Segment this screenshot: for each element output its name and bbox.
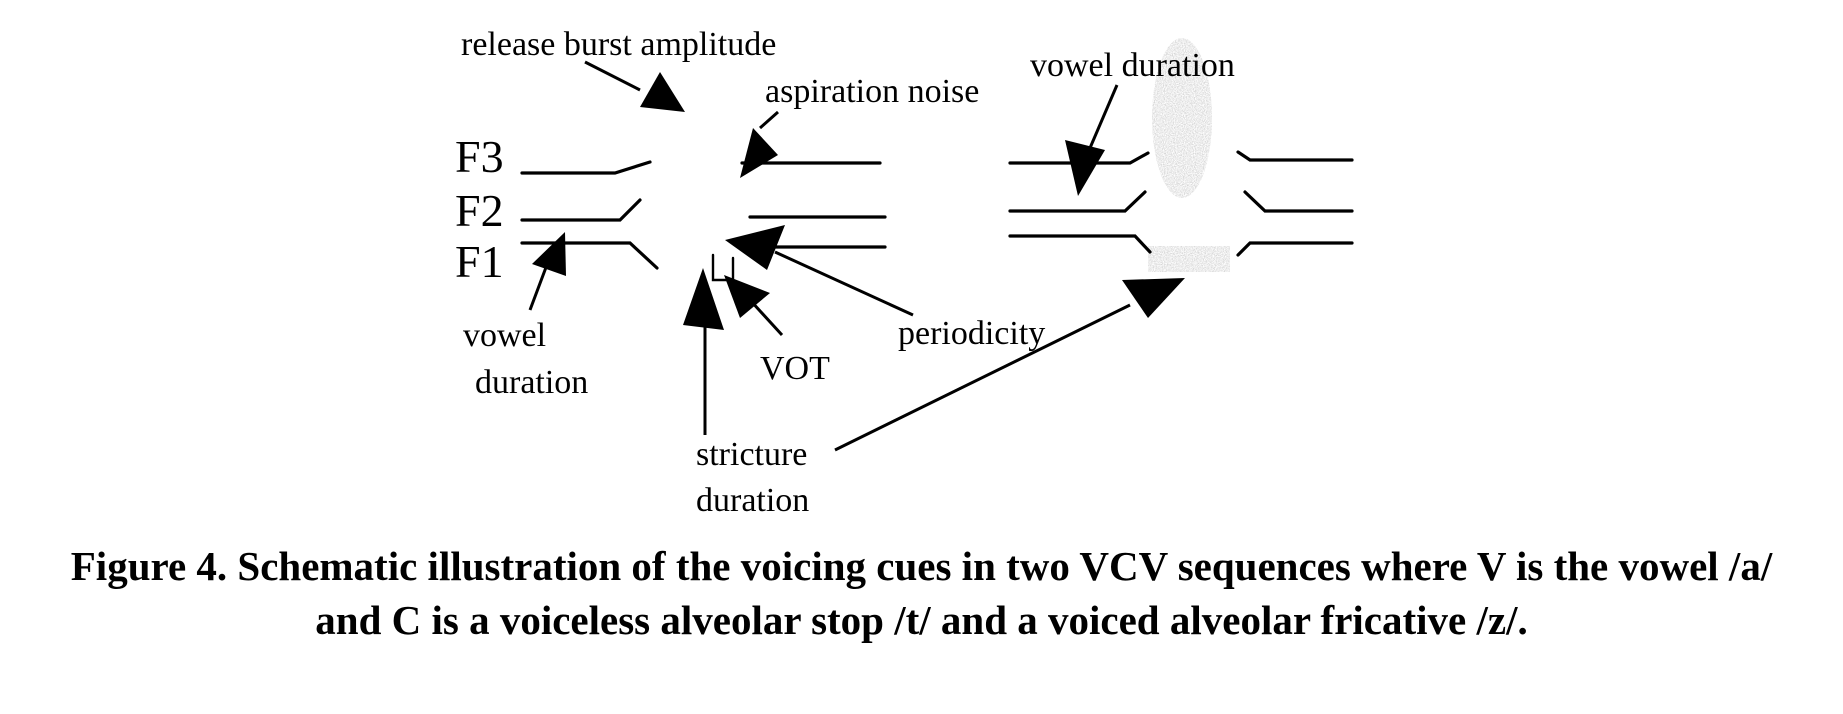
vowel-duration-left-label-2: duration <box>475 364 588 401</box>
stricture-duration-label-2: duration <box>696 482 809 519</box>
frication-noise-lower <box>1148 246 1230 272</box>
figure-caption-line-1: Figure 4. Schematic illustration of the … <box>70 543 1773 589</box>
vowel-duration-left-arrowhead <box>532 232 566 276</box>
f1-left-vowel-2 <box>1008 234 1152 254</box>
burst-arrowhead <box>640 72 685 112</box>
stricture-duration-label-1: stricture <box>696 436 807 473</box>
aspiration-leader <box>759 110 779 130</box>
vowel-duration-right-arrowhead <box>1065 140 1105 196</box>
figure-caption-line-2: and C is a voiceless alveolar stop /t/ a… <box>315 597 1528 643</box>
aspiration-arrowhead <box>740 128 778 178</box>
vowel-duration-left-leader <box>528 261 550 311</box>
vot-label: VOT <box>760 350 830 387</box>
burst-leader <box>584 60 641 92</box>
vowel-duration-right-label: vowel duration <box>1030 47 1235 84</box>
f1-right-vowel-2 <box>1236 241 1354 257</box>
stricture-leader-diagonal <box>834 303 1131 452</box>
f3-right-vowel-2 <box>1236 150 1354 162</box>
vot-arrowhead <box>724 275 770 318</box>
release-burst-amplitude-label: release burst amplitude <box>461 26 776 63</box>
f2-left-vowel-1 <box>520 198 642 222</box>
f2-right-vowel-2 <box>1243 190 1354 213</box>
f3-left-vowel-2 <box>1008 151 1150 165</box>
periodicity-arrowhead <box>725 225 785 270</box>
f1-label: F1 <box>455 236 504 287</box>
vot-bracket <box>711 253 735 282</box>
aspiration-noise-label: aspiration noise <box>765 73 979 110</box>
leader-lines <box>528 60 1131 452</box>
stricture-vertical-arrowhead <box>683 268 724 330</box>
vowel-duration-right-leader <box>1088 84 1119 149</box>
vot-leader <box>748 298 784 337</box>
formant-tracks <box>520 150 1354 282</box>
arrowheads <box>532 72 1185 330</box>
f2-label: F2 <box>455 185 504 236</box>
periodicity-leader <box>774 250 914 317</box>
f3-label: F3 <box>455 131 504 182</box>
vowel-duration-left-label-1: vowel <box>463 317 546 354</box>
periodicity-label: periodicity <box>898 315 1045 352</box>
f3-left-vowel-1 <box>520 160 652 175</box>
stricture-diagonal-arrowhead <box>1122 278 1185 318</box>
f2-left-vowel-2 <box>1008 190 1147 213</box>
frication-noise-upper <box>1152 38 1212 198</box>
